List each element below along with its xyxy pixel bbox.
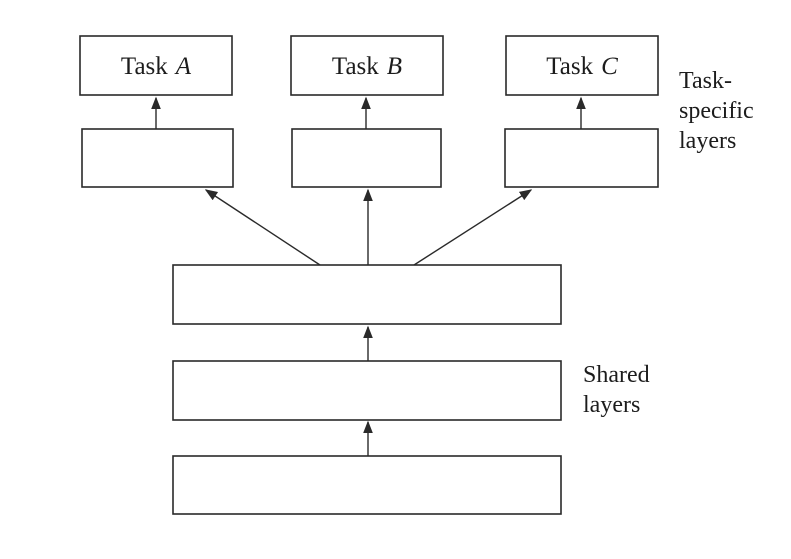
- shared-layer-bottom-box: [172, 455, 562, 515]
- task-specific-layer-b-box: [291, 128, 442, 188]
- task-specific-layers-annotation: Task-specific layers: [679, 68, 754, 154]
- task-c-label-prefix: Task: [546, 53, 593, 80]
- task-c-label: Task C: [546, 53, 618, 80]
- task-specific-annotation-line-1: Task-: [679, 68, 732, 94]
- task-c-label-variable: C: [601, 53, 618, 80]
- task-specific-annotation-line-2: specific: [679, 98, 754, 124]
- task-a-label-prefix: Task: [121, 53, 168, 80]
- task-a-label-variable: A: [174, 53, 192, 80]
- arrow-shared-to-layer-a: [204, 189, 321, 266]
- task-b-box: [290, 35, 444, 96]
- task-b-label-variable: B: [387, 53, 402, 80]
- shared-layer-middle-box: [172, 360, 562, 421]
- task-specific-layer-c-box: [504, 128, 659, 188]
- task-c-box: [505, 35, 659, 96]
- task-b-label: Task B: [332, 53, 402, 80]
- shared-layer-top-box: [172, 264, 562, 325]
- task-specific-annotation-line-3: layers: [679, 128, 736, 154]
- task-specific-layer-a-box: [81, 128, 234, 188]
- task-a-box: [79, 35, 233, 96]
- shared-annotation-line-2: layers: [583, 392, 640, 418]
- task-b-label-prefix: Task: [332, 53, 379, 80]
- shared-layers-annotation: Shared layers: [583, 362, 650, 418]
- arrow-shared-to-layer-c: [413, 189, 533, 266]
- shared-annotation-line-1: Shared: [583, 362, 650, 388]
